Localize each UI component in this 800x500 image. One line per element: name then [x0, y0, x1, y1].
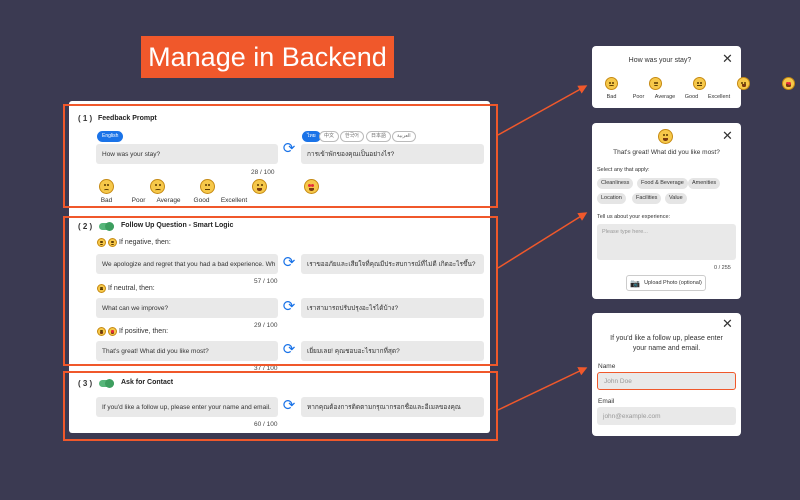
select-label: Select any that apply:: [597, 167, 650, 173]
email-input[interactable]: john@example.com: [597, 407, 736, 425]
panel-2-title: That's great! What did you like most?: [613, 149, 720, 156]
positive-condition: If positive, then:: [97, 327, 168, 336]
average-emoji-icon[interactable]: [692, 77, 706, 90]
negative-condition-label: If negative, then:: [119, 239, 171, 246]
rating-label: Good: [193, 197, 210, 204]
bad-emoji-icon: [97, 238, 106, 247]
lang-tab-arabic[interactable]: العربية: [392, 131, 416, 142]
camera-icon: 📷: [630, 278, 641, 288]
rating-label: Bad: [100, 197, 113, 204]
name-label: Name: [598, 363, 616, 370]
poor-emoji-icon: [108, 238, 117, 247]
excellent-emoji-icon[interactable]: [303, 179, 319, 194]
rating-label: Bad: [606, 94, 617, 100]
lang-tab-chinese[interactable]: 中文: [319, 131, 340, 142]
arrow-to-panel-1: [497, 85, 588, 136]
lang-tab-japanese[interactable]: 日本語: [366, 131, 392, 142]
tag-cleanliness[interactable]: Cleanliness: [597, 178, 634, 189]
rating-label: Good: [684, 94, 699, 100]
panel-3-title-line-2: your name and email.: [632, 345, 701, 352]
average-emoji-icon[interactable]: [199, 179, 215, 194]
prompt-char-count: 28 / 100: [251, 169, 275, 176]
positive-char-count: 37 / 100: [254, 365, 278, 372]
neutral-input-thai[interactable]: เราสามารถปรับปรุงอะไรได้บ้าง?: [301, 298, 484, 318]
follow-up-preview-panel: ✕ That's great! What did you like most? …: [592, 123, 741, 299]
good-emoji-icon: [658, 129, 673, 144]
contact-char-count: 60 / 100: [254, 421, 278, 428]
experience-char-count: 0 / 255: [714, 265, 731, 271]
lang-tab-english[interactable]: English: [97, 131, 124, 142]
rating-label: Average: [156, 197, 181, 204]
negative-condition: If negative, then:: [97, 238, 171, 247]
email-label: Email: [598, 398, 615, 405]
poor-emoji-icon[interactable]: [649, 77, 663, 90]
rating-preview-panel: How was your stay? ✕ Bad Poor Average Go…: [592, 46, 795, 108]
panel-3-title-line-1: If you'd like a follow up, please enter: [610, 335, 723, 342]
good-emoji-icon[interactable]: [737, 77, 751, 90]
bad-emoji-icon[interactable]: [605, 77, 618, 90]
neutral-char-count: 29 / 100: [254, 322, 278, 329]
name-input[interactable]: John Doe: [597, 372, 736, 390]
rating-label: Excellent: [707, 94, 731, 100]
section-1-number: ( 1 ): [78, 114, 93, 123]
panel-1-title: How was your stay?: [628, 57, 692, 64]
upload-photo-button[interactable]: 📷 Upload Photo (optional): [626, 275, 706, 291]
tag-amenities[interactable]: Amenities: [688, 178, 721, 189]
tag-location[interactable]: Location: [597, 193, 626, 204]
rating-label: Poor: [632, 94, 645, 100]
upload-photo-label: Upload Photo (optional): [644, 280, 702, 286]
negative-input-thai[interactable]: เราขออภัยและเสียใจที่คุณมีประสบการณ์ที่ไ…: [301, 254, 484, 274]
tag-facilities[interactable]: Facilities: [632, 193, 662, 204]
contact-input-thai[interactable]: หากคุณต้องการติดตามกรุณากรอกชื่อและอีเมล…: [301, 397, 484, 417]
manage-in-backend-banner: Manage in Backend: [141, 36, 394, 78]
neutral-condition-label: If neutral, then:: [108, 285, 155, 292]
excellent-emoji-icon: [108, 327, 117, 336]
tag-food-beverage[interactable]: Food & Beverage: [637, 178, 688, 189]
good-emoji-icon: [97, 327, 106, 336]
negative-input-english[interactable]: We apologize and regret that you had a b…: [96, 254, 278, 274]
panel-3-title: If you'd like a follow up, please enter …: [592, 334, 741, 354]
section-1-title: Feedback Prompt: [98, 115, 157, 122]
sync-translate-icon[interactable]: ⟳: [282, 140, 296, 157]
close-icon[interactable]: ✕: [722, 51, 733, 66]
positive-condition-label: If positive, then:: [119, 328, 169, 335]
lang-tab-korean[interactable]: 한국어: [340, 131, 364, 142]
contact-preview-panel: ✕ If you'd like a follow up, please ente…: [592, 313, 741, 436]
sync-translate-icon[interactable]: ⟳: [282, 298, 296, 315]
neutral-condition: If neutral, then:: [97, 284, 155, 293]
sync-translate-icon[interactable]: ⟳: [282, 341, 296, 358]
bad-emoji-icon[interactable]: [99, 179, 114, 194]
poor-emoji-icon[interactable]: [150, 179, 166, 194]
good-emoji-icon[interactable]: [252, 179, 268, 194]
positive-input-english[interactable]: That's great! What did you like most?: [96, 341, 278, 361]
section-2-title: Follow Up Question - Smart Logic: [121, 222, 234, 229]
tag-value[interactable]: Value: [665, 193, 687, 204]
excellent-emoji-icon[interactable]: [781, 77, 795, 90]
close-icon[interactable]: ✕: [722, 128, 733, 143]
arrow-to-panel-3: [497, 367, 588, 411]
section-3-number: ( 3 ): [78, 379, 93, 388]
rating-label: Average: [654, 94, 676, 100]
positive-input-thai[interactable]: เยี่ยมเลย! คุณชอบอะไรมากที่สุด?: [301, 341, 484, 361]
prompt-input-thai[interactable]: การเข้าพักของคุณเป็นอย่างไร?: [301, 144, 484, 164]
contact-input-english[interactable]: If you'd like a follow up, please enter …: [96, 397, 278, 417]
rating-label: Poor: [131, 197, 146, 204]
arrow-to-panel-2: [497, 212, 588, 269]
section-3-title: Ask for Contact: [121, 379, 174, 386]
sync-translate-icon[interactable]: ⟳: [282, 397, 296, 414]
close-icon[interactable]: ✕: [722, 316, 733, 331]
follow-up-toggle[interactable]: [99, 222, 114, 231]
neutral-input-english[interactable]: What can we improve?: [96, 298, 278, 318]
experience-textarea[interactable]: Please type here...: [597, 224, 736, 260]
average-emoji-icon: [97, 284, 106, 293]
negative-char-count: 57 / 100: [254, 278, 278, 285]
section-2-number: ( 2 ): [78, 222, 93, 231]
contact-toggle[interactable]: [99, 379, 114, 388]
rating-label: Excellent: [220, 197, 248, 204]
tell-label: Tell us about your experience:: [597, 214, 671, 220]
prompt-input-english[interactable]: How was your stay?: [96, 144, 278, 164]
sync-translate-icon[interactable]: ⟳: [282, 254, 296, 271]
